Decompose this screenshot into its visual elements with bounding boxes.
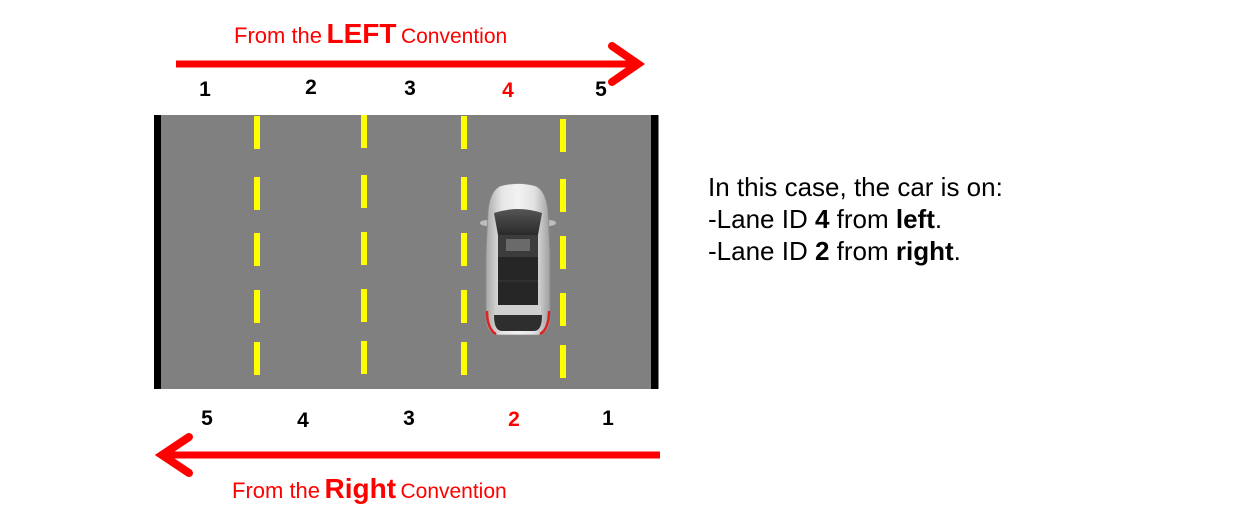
top-lane-number-1: 1 [199,78,211,101]
lane-marking [361,175,367,208]
lane-marking [560,236,566,269]
bottom-lane-number-5: 5 [201,407,213,430]
lane-marking [461,116,467,149]
lane-marking [361,232,367,265]
road-left-edge [154,115,161,389]
top-lane-number-3: 3 [404,77,416,100]
lane-marking [254,177,260,210]
top-title-prefix: From the [234,23,323,48]
bottom-lane-number-4: 4 [297,409,309,432]
lane-marking [560,179,566,212]
description-line-2: -Lane ID 4 from left. [708,204,943,234]
lane-marking [461,233,467,266]
car-icon [480,183,556,336]
top-title-emphasis: LEFT [326,18,397,49]
direction-right: right [895,236,954,266]
top-lane-number-5: 5 [595,78,607,101]
description-line-1: In this case, the car is on: [708,172,1003,202]
lane-marking [254,290,260,323]
lane-marking [560,293,566,326]
top-lane-number-2: 2 [305,76,317,99]
top-title-suffix: Convention [400,25,508,48]
bottom-lane-number-3: 3 [403,407,415,430]
bottom-title-prefix: From the [232,478,321,503]
bottom-convention-title: From the Right Convention [232,475,507,503]
road [154,115,659,389]
lane-marking [461,342,467,375]
description-line-3: -Lane ID 2 from right. [708,236,961,266]
direction-left: left [895,204,935,234]
road-right-edge [651,115,658,389]
bottom-title-emphasis: Right [324,473,397,504]
bottom-lane-number-1: 1 [602,407,614,430]
description: In this case, the car is on: -Lane ID 4 … [708,171,1003,267]
lane-marking [361,341,367,374]
lane-id-left: 4 [814,204,830,234]
top-lane-number-4-highlighted: 4 [502,79,514,102]
lane-marking [254,342,260,375]
bottom-title-suffix: Convention [400,480,507,503]
lane-marking [254,233,260,266]
lane-marking [361,115,367,148]
lane-id-right: 2 [814,236,830,266]
lane-marking [560,119,566,152]
lane-marking [361,289,367,322]
top-convention-title: From the LEFT Convention [234,20,507,48]
lane-marking [461,290,467,323]
lane-marking [254,116,260,149]
lane-marking [461,177,467,210]
lane-marking [560,345,566,378]
bottom-lane-number-2-highlighted: 2 [508,408,520,431]
